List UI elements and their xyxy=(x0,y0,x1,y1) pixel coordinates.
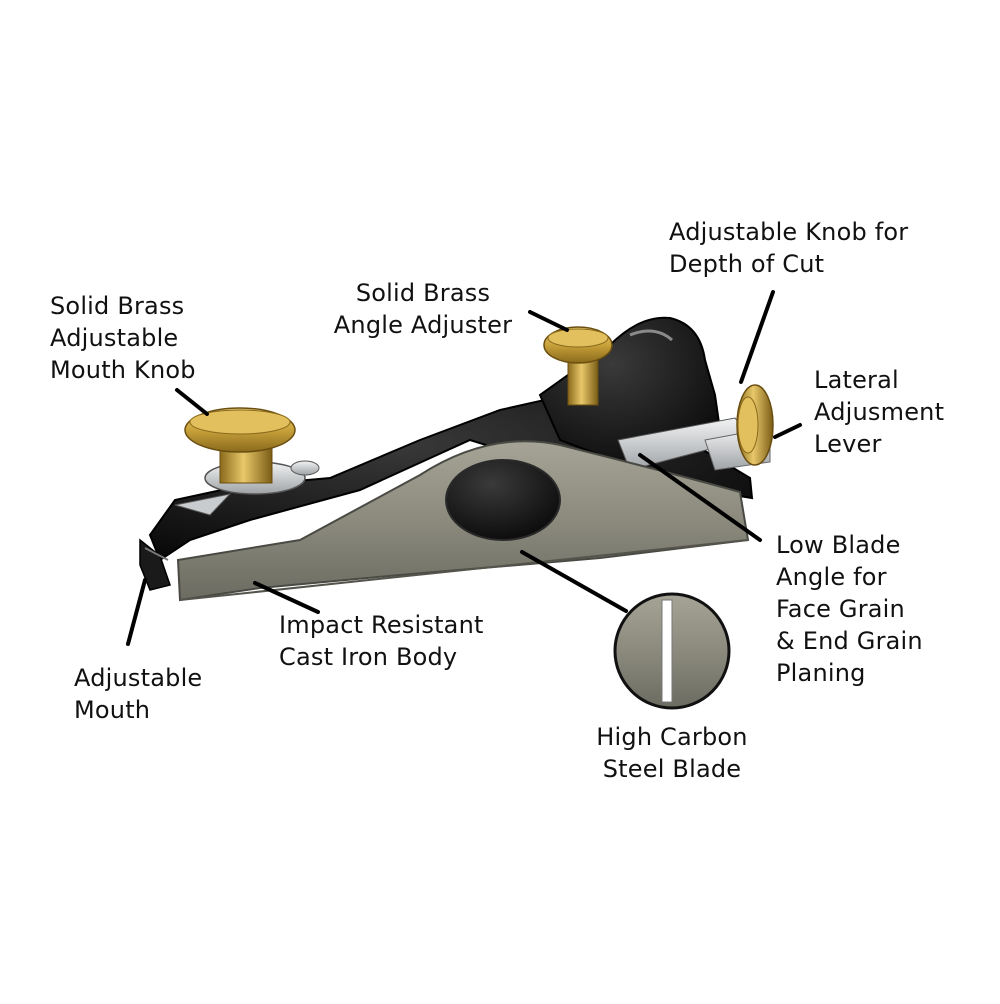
callout-line: Solid Brass xyxy=(355,279,491,307)
callout-line: Adjustable xyxy=(74,664,203,692)
callout-line: Steel Blade xyxy=(602,755,742,783)
callout-line: & End Grain xyxy=(776,627,923,655)
callout-line: Lateral xyxy=(814,366,899,394)
callout-line: Adjustable Knob for xyxy=(669,218,909,246)
callout-line: High Carbon xyxy=(596,723,748,751)
callout-line: Solid Brass xyxy=(50,292,185,320)
depth-knob xyxy=(736,384,774,466)
mouth-knob xyxy=(184,407,320,495)
callout-line: Mouth Knob xyxy=(50,356,196,384)
leader-depth-knob xyxy=(739,290,775,384)
callout-line: Cast Iron Body xyxy=(279,643,458,671)
leader-blade xyxy=(520,550,628,613)
callout-line: Angle for xyxy=(776,563,887,591)
callout-line: Mouth xyxy=(74,696,151,724)
callout-line: Low Blade xyxy=(776,531,901,559)
side-grip-recess xyxy=(445,459,561,541)
callout-line: Angle Adjuster xyxy=(333,311,513,339)
callout-line: Impact Resistant xyxy=(279,611,484,639)
callout-line: Planing xyxy=(776,659,866,687)
callout-line: Depth of Cut xyxy=(669,250,825,278)
callout-lateral-lever: Lateral Adjusment Lever xyxy=(814,364,944,460)
angle-adjuster xyxy=(543,326,613,406)
blade-inset xyxy=(613,592,731,710)
leader-lines xyxy=(126,290,802,646)
callout-depth-knob: Adjustable Knob for Depth of Cut xyxy=(669,216,908,280)
callout-mouth: Adjustable Mouth xyxy=(74,662,202,726)
callout-line: Adjustable xyxy=(50,324,179,352)
leader-lateral-lever xyxy=(773,423,802,439)
machined-side-body xyxy=(176,440,750,602)
callout-blade-angle: Low Blade Angle for Face Grain & End Gra… xyxy=(776,529,923,689)
callout-line: Lever xyxy=(814,430,882,458)
callout-angle-adjuster: Solid Brass Angle Adjuster xyxy=(328,277,518,341)
leader-mouth-knob xyxy=(175,388,209,416)
callout-blade: High Carbon Steel Blade xyxy=(582,721,762,785)
callout-mouth-knob: Solid Brass Adjustable Mouth Knob xyxy=(50,290,196,386)
leader-blade-angle xyxy=(638,453,762,542)
leader-mouth xyxy=(126,578,147,646)
leader-body xyxy=(253,581,320,614)
callout-body: Impact Resistant Cast Iron Body xyxy=(279,609,484,673)
leader-angle-adjuster xyxy=(528,310,569,332)
callout-line: Face Grain xyxy=(776,595,905,623)
callout-line: Adjusment xyxy=(814,398,945,426)
